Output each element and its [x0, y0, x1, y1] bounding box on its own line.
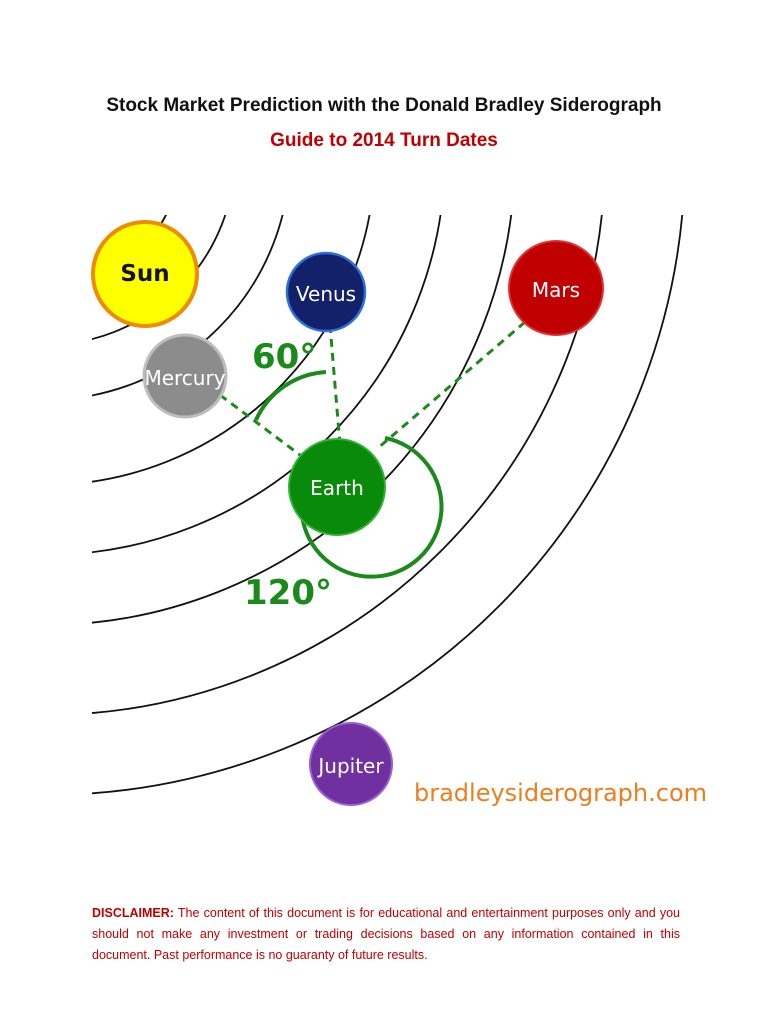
- earth: Earth: [288, 438, 386, 536]
- jupiter-circle: [309, 722, 393, 806]
- mars-circle: [508, 240, 604, 336]
- earth-label: Earth: [310, 476, 364, 500]
- angle-arc-60: [254, 370, 327, 421]
- aspect-lines: [219, 320, 526, 457]
- jupiter-label: Jupiter: [316, 754, 384, 778]
- venus-label: Venus: [296, 282, 356, 306]
- disclaimer-label: DISCLAIMER:: [92, 906, 174, 920]
- angle-label-60: 60°: [252, 337, 316, 377]
- orbit-ring: [92, 215, 284, 397]
- mercury: Mercury: [142, 333, 228, 419]
- mars-label: Mars: [532, 278, 580, 302]
- page-title: Stock Market Prediction with the Donald …: [106, 95, 662, 116]
- orbits: [92, 215, 683, 795]
- venus: Venus: [285, 251, 367, 333]
- website-link[interactable]: bradleysiderograph.com: [414, 779, 707, 807]
- disclaimer: DISCLAIMER: The content of this document…: [92, 903, 680, 966]
- jupiter: Jupiter: [309, 722, 393, 806]
- sun-label: Sun: [120, 261, 169, 287]
- venus-circle: [285, 251, 367, 333]
- aspect-line-earth-venus: [328, 324, 342, 446]
- mercury-label: Mercury: [144, 366, 225, 390]
- mercury-circle: [142, 333, 228, 419]
- orbit-ring: [92, 215, 683, 795]
- earth-circle: [288, 438, 386, 536]
- angle-arc-120: [300, 436, 444, 579]
- disclaimer-text: The content of this document is for educ…: [92, 906, 680, 962]
- aspect-line-earth-mercury: [219, 393, 301, 457]
- sun: Sun: [91, 220, 199, 328]
- aspect-line-earth-mars: [377, 320, 526, 450]
- angle-label-120: 120°: [244, 573, 332, 613]
- mars: Mars: [508, 240, 604, 336]
- sun-circle: [91, 220, 199, 328]
- page-subtitle: Guide to 2014 Turn Dates: [270, 130, 498, 151]
